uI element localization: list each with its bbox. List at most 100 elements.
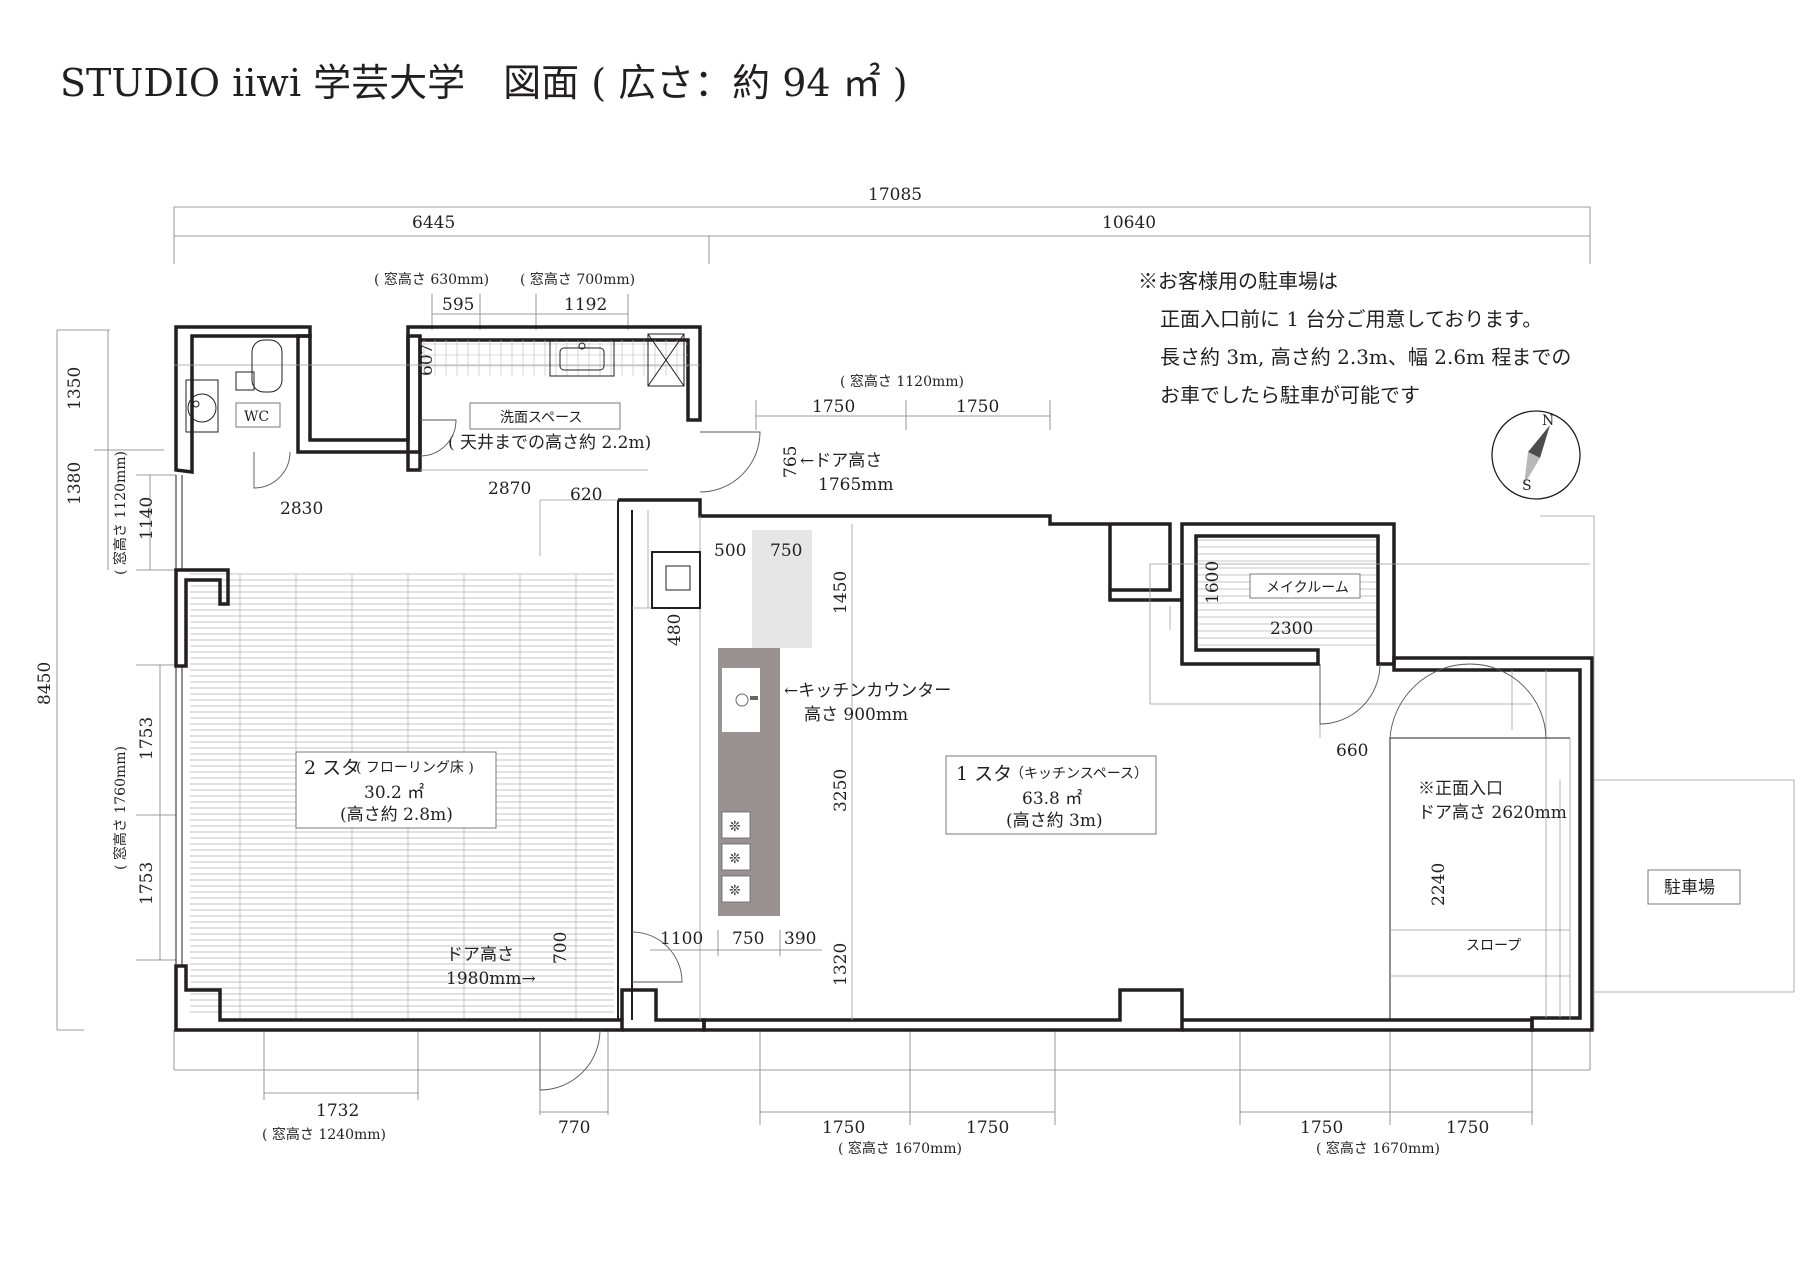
dim-607: 607 [417, 344, 437, 376]
parking-note-line2: 正面入口前に 1 台分ご用意しております。 [1160, 307, 1542, 331]
dim-right-width: 10640 [1102, 213, 1156, 233]
dim-1100: 1100 [660, 929, 703, 949]
parking-area [1594, 779, 1795, 993]
dim-win-1670-a: ( 窓高さ 1670mm) [838, 1140, 962, 1157]
dim-win-1240: ( 窓高さ 1240mm) [262, 1126, 386, 1143]
studio1-name: 1 スタ [956, 763, 1012, 785]
dim-2870: 2870 [488, 479, 531, 499]
studio1-height: (高さ約 3m) [1006, 811, 1103, 831]
dim-480: 480 [665, 614, 685, 646]
door-left-label-2: 1980mm→ [446, 969, 536, 989]
studio1-area: 63.8 ㎡ [1022, 789, 1082, 809]
makeroom-label-box [1249, 573, 1361, 599]
walls [174, 325, 1594, 1032]
dim-1750-b1: 1750 [822, 1118, 865, 1138]
washroom-label: 洗面スペース [500, 410, 582, 426]
dim-1750-b2: 1750 [966, 1118, 1009, 1138]
dim-765: 765 [781, 446, 801, 478]
dim-1750-t2: 1750 [956, 397, 999, 417]
slope-label: スロープ [1466, 938, 1521, 954]
dim-1750-t1: 1750 [812, 397, 855, 417]
dim-win-1120-top: ( 窓高さ 1120mm) [840, 373, 964, 390]
kitchen-sink-icon [722, 668, 760, 732]
studio2-area: 30.2 ㎡ [364, 783, 424, 803]
door-left-label-1: ドア高さ [446, 945, 514, 965]
dim-1732: 1732 [316, 1101, 359, 1121]
counter-block-grey [752, 530, 812, 648]
wc-sink-icon [185, 379, 219, 433]
studio1-sub: （キッチンスペース） [1010, 766, 1148, 782]
wc-label: WC [244, 409, 269, 425]
kitchen-counter-label-2: 高さ 900mm [804, 705, 908, 725]
dim-1753-a: 1753 [137, 717, 157, 760]
dim-750-bottom: 750 [732, 929, 764, 949]
parking-note-line1: ※お客様用の駐車場は [1138, 269, 1338, 293]
dim-1320: 1320 [831, 943, 851, 986]
washroom-label-box [469, 402, 621, 430]
dim-750-top: 750 [770, 541, 802, 561]
door-top-label-1: ←ドア高さ [800, 451, 882, 471]
dim-win-1760-left: ( 窓高さ 1760mm) [112, 746, 129, 870]
dim-620: 620 [570, 485, 602, 505]
door-swings [253, 419, 1547, 1091]
dim-1350: 1350 [65, 367, 85, 410]
dim-1192: 1192 [564, 295, 607, 315]
dim-8450: 8450 [35, 662, 55, 705]
dim-2300: 2300 [1270, 619, 1313, 639]
compass-s: S [1522, 478, 1532, 494]
dim-390: 390 [784, 929, 816, 949]
door-top-label-2: 1765mm [818, 475, 894, 495]
compass-icon [1491, 410, 1581, 500]
studio2-sub: ( フローリング床 ) [356, 760, 474, 776]
dim-win-1120-left: ( 窓高さ 1120mm) [112, 451, 129, 575]
dim-2830: 2830 [280, 499, 323, 519]
bottom-dimension-lines [173, 1030, 1591, 1125]
dim-total-width: 17085 [868, 185, 922, 205]
top-dimension-lines [173, 206, 1591, 264]
parking-label: 駐車場 [1664, 878, 1715, 898]
wc-label-box [235, 402, 281, 428]
dim-1140: 1140 [137, 497, 157, 540]
kitchen-small-unit [651, 551, 701, 609]
dim-700: 700 [551, 932, 571, 964]
studio2-height: (高さ約 2.8m) [340, 805, 453, 825]
studio2-name: 2 スタ [304, 757, 360, 779]
left-windows [175, 475, 183, 966]
dim-left-width: 6445 [412, 213, 455, 233]
dim-1600: 1600 [1203, 561, 1223, 604]
washroom-height: ( 天井までの高さ約 2.2m) [448, 433, 651, 453]
dim-win-700: ( 窓高さ 700mm) [520, 271, 635, 288]
dim-595: 595 [442, 295, 474, 315]
window-dim-lines-top [431, 294, 1051, 430]
shower-icon [647, 333, 685, 387]
stove-burner-icons: ❊ ❊ ❊ [721, 811, 751, 903]
dim-3250: 3250 [831, 769, 851, 812]
parking-note-line3: 長さ約 3m, 高さ約 2.3m、幅 2.6m 程までの [1160, 345, 1571, 369]
dim-win-1670-b: ( 窓高さ 1670mm) [1316, 1140, 1440, 1157]
page-title: STUDIO iiwi 学芸大学 図面 ( 広さ：約 94 ㎡ ) [60, 61, 908, 105]
parking-note-line4: お車でしたら駐車が可能です [1160, 383, 1420, 407]
dim-660: 660 [1336, 741, 1368, 761]
entrance-label-1: ※正面入口 [1418, 779, 1503, 799]
svg-text:❊: ❊ [729, 819, 741, 835]
entrance-label-2: ドア高さ 2620mm [1418, 803, 1567, 823]
svg-text:❊: ❊ [729, 851, 741, 867]
dim-1450: 1450 [831, 571, 851, 614]
studio2-label-box [295, 751, 497, 829]
washroom-tiles [420, 340, 688, 376]
parking-label-box [1647, 869, 1741, 905]
svg-text:❊: ❊ [729, 883, 741, 899]
dim-770: 770 [558, 1118, 590, 1138]
makeroom-label: メイクルーム [1266, 580, 1349, 596]
washroom-sink-icon [549, 339, 615, 377]
studio1-label-box [945, 755, 1157, 835]
compass-n: N [1542, 413, 1554, 429]
left-dimension-lines [56, 329, 176, 1031]
dim-1753-b: 1753 [137, 862, 157, 905]
dim-1750-b3: 1750 [1300, 1118, 1343, 1138]
dim-1380: 1380 [65, 462, 85, 505]
kitchen-counter-label-1: ←キッチンカウンター [784, 681, 951, 701]
toilet-icon [235, 339, 283, 393]
dim-win-630: ( 窓高さ 630mm) [374, 271, 489, 288]
